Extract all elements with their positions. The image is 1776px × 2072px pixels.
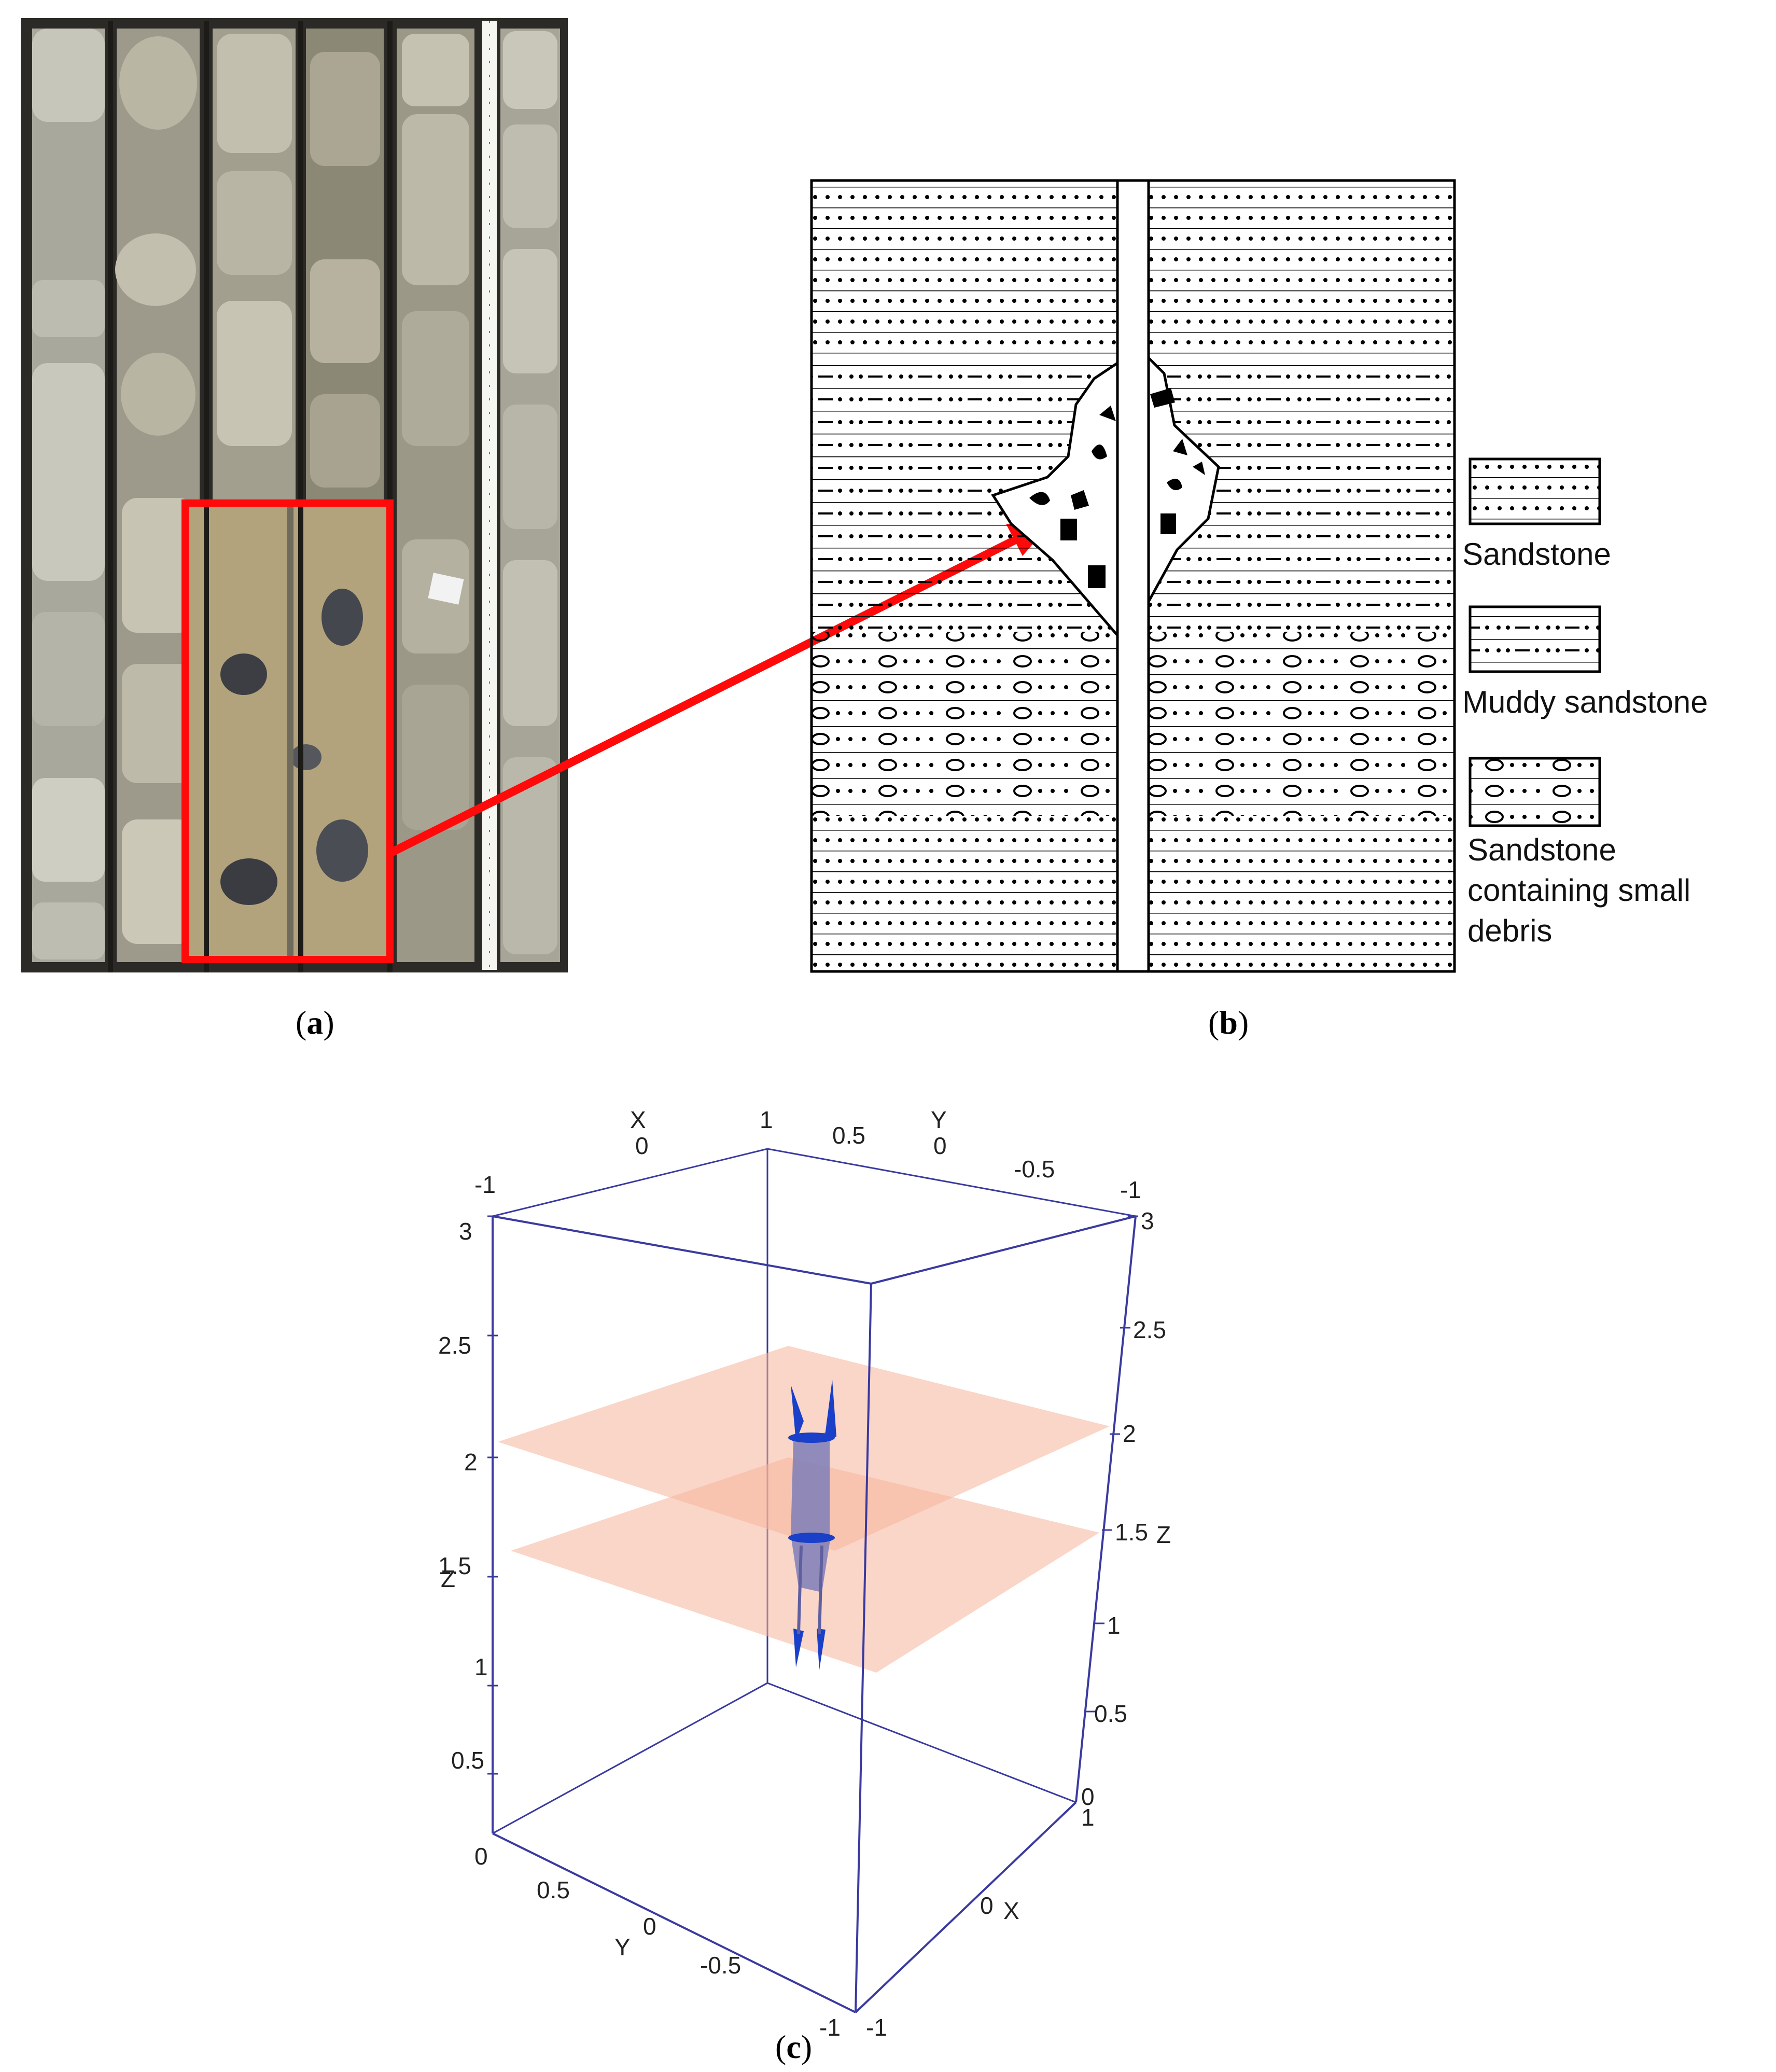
tick-label: 0.5 bbox=[832, 1122, 865, 1149]
axis-name-y: Y bbox=[614, 1934, 631, 1960]
tick-label: 2 bbox=[464, 1449, 478, 1476]
tick-label: 2 bbox=[1123, 1420, 1136, 1447]
legend-label-debris: Sandstone containing small debris bbox=[1467, 832, 1691, 948]
axis-name-y: Y bbox=[931, 1106, 947, 1133]
panel-label-c: (c) bbox=[775, 2028, 813, 2065]
tick-label: -1 bbox=[474, 1171, 496, 1198]
tick-label: 0 bbox=[933, 1132, 947, 1159]
plot-3d bbox=[487, 1148, 1138, 2013]
tick-label: 0.5 bbox=[1094, 1700, 1127, 1727]
axis-name-x: X bbox=[630, 1106, 646, 1133]
tick-label: 0 bbox=[635, 1132, 649, 1159]
tick-label: 1 bbox=[1081, 1804, 1095, 1831]
tick-label: 3 bbox=[459, 1218, 472, 1245]
tick-label: 0.5 bbox=[537, 1876, 570, 1903]
tick-label: 2.5 bbox=[1133, 1316, 1166, 1343]
tick-label: 1 bbox=[474, 1653, 488, 1680]
panel-label-b: (b) bbox=[1208, 1004, 1249, 1041]
legend bbox=[1469, 457, 1601, 827]
tick-label: 1.5 bbox=[438, 1552, 471, 1579]
measuring-tape bbox=[482, 21, 497, 970]
tick-label: 0 bbox=[980, 1892, 994, 1919]
core-column bbox=[397, 29, 474, 962]
tick-label: 2.5 bbox=[438, 1332, 471, 1359]
core-column bbox=[32, 29, 105, 962]
tick-label: -1 bbox=[866, 2014, 887, 2041]
cavity-body bbox=[788, 1380, 836, 1670]
tick-label: 1 bbox=[760, 1106, 773, 1133]
z-ticks-right: 3 2.5 2 1.5 Z 1 0.5 0 bbox=[1081, 1207, 1171, 1810]
tick-label: 3 bbox=[1141, 1207, 1154, 1234]
cavity-right bbox=[1147, 354, 1220, 603]
legend-label-sandstone: Sandstone bbox=[1462, 537, 1611, 572]
legend-swatch-debris bbox=[1469, 757, 1601, 827]
axis-name-x: X bbox=[1003, 1897, 1019, 1924]
panel-label-a-letter: a bbox=[306, 1004, 324, 1041]
legend-label-muddy: Muddy sandstone bbox=[1462, 685, 1708, 719]
panel-label-a: (a) bbox=[296, 1004, 334, 1041]
highlight-box bbox=[181, 499, 394, 963]
axis-labels-bottom: 0.5 Y 0 -0.5 -1 1 0 X -1 bbox=[537, 1804, 1095, 2041]
z-ticks-left: 3 2.5 2 1.5 1 0.5 0 Z bbox=[438, 1218, 488, 1870]
tick-label: 0 bbox=[643, 1913, 656, 1940]
legend-swatch-sandstone bbox=[1469, 457, 1601, 525]
panel-label-b-letter: b bbox=[1219, 1004, 1238, 1041]
tick-label: -0.5 bbox=[1014, 1156, 1055, 1183]
tick-label: 1 bbox=[1107, 1612, 1121, 1639]
tick-label: 0.5 bbox=[451, 1747, 484, 1774]
cavity-left bbox=[991, 360, 1119, 639]
tick-label: 1.5 bbox=[1115, 1519, 1148, 1546]
tick-label: -0.5 bbox=[700, 1952, 741, 1979]
tick-label: 0 bbox=[1081, 1783, 1095, 1810]
tick-label: 0 bbox=[474, 1843, 488, 1870]
tick-label: -1 bbox=[819, 2014, 841, 2041]
panel-label-c-letter: c bbox=[786, 2028, 801, 2065]
axis-labels-top: -1 X 0 1 0.5 Y 0 -0.5 -1 bbox=[474, 1106, 1141, 1203]
core-photo bbox=[21, 18, 568, 972]
axis-name-z: Z bbox=[1156, 1521, 1171, 1548]
legend-swatch-muddy bbox=[1469, 605, 1601, 673]
core-column bbox=[500, 29, 560, 962]
strata-schematic bbox=[810, 179, 1456, 973]
tick-label: -1 bbox=[1120, 1176, 1141, 1203]
axis-name-z: Z bbox=[441, 1565, 455, 1592]
